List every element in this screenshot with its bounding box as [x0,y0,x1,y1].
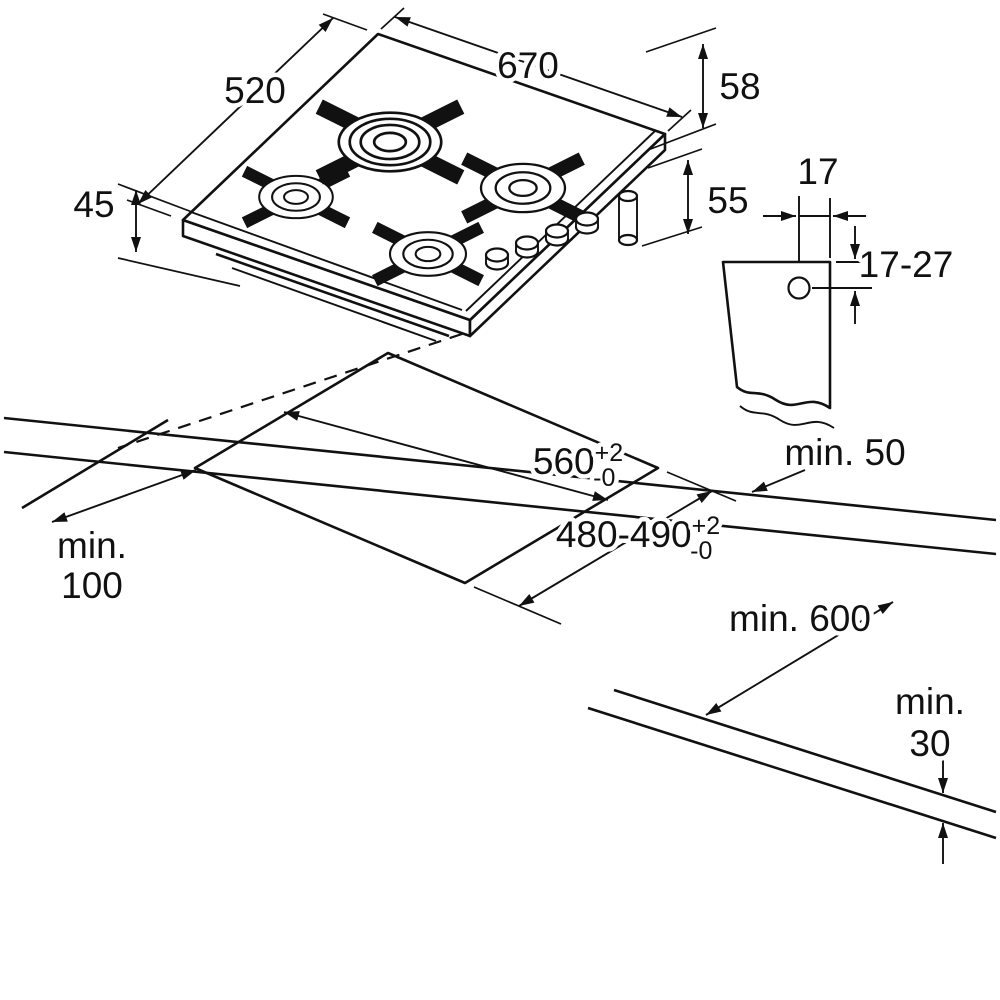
cutout-outline [193,351,660,585]
worktop-back-edge-line-2 [3,450,997,556]
hob-width-label: 670 [497,45,559,86]
dim-cutout-width: 560+2-0 [283,411,628,501]
thickness-label-1: min. [895,681,965,722]
burner-front [372,221,484,287]
control-knob [574,211,600,235]
dim-hob-width: 670 [380,7,692,132]
dim-worktop-thickness: min. 30 [891,677,969,864]
worktop-edge-detail: 17 17-27 min. 50 [721,147,958,493]
dim-left-clearance: min. 100 [51,469,197,611]
burner-right [461,152,585,224]
detail-break-line [739,405,835,429]
dim-hob-height: 45 [69,180,241,287]
control-knobs [484,211,600,271]
burner-back-center [315,99,465,185]
worktop-front-edge-line-1 [613,688,997,814]
control-knob [484,247,510,271]
control-knob [514,235,540,259]
control-knob [544,223,570,247]
worktop-cutout: 560+2-0 480-490+2-0 [193,351,737,625]
worktop-left-edge-line [21,418,169,510]
hole-depth-label: 17-27 [859,244,954,285]
left-clearance-label-1: min. [57,525,127,566]
dim-rear-clearance: min. 50 [751,428,910,493]
hob-chassis-line-2 [231,267,437,342]
worktop-front-edge [587,688,997,840]
hob-chassis-line-1 [215,252,450,338]
rear-clearance-label: min. 50 [784,432,905,473]
hob-height-overall-label: 58 [719,66,760,107]
left-clearance-label-2: 100 [61,565,123,606]
dim-cutout-depth: 480-490+2-0 [473,471,737,625]
dim-hob-height-overall: 58 [645,27,765,151]
dim-hob-below-depth: 55 [641,148,753,247]
fixing-hole [787,276,811,300]
hole-edge-offset-label: 17 [797,151,838,192]
dim-hole-depth: 17-27 [812,226,958,324]
hob-depth-label: 520 [224,70,286,111]
detail-slab [721,260,832,410]
glass-bevel-right [465,129,657,312]
hob-height-label: 45 [73,184,114,225]
dim-hole-edge-offset: 17 [763,147,866,221]
dim-counter-depth: min. 600 [705,594,894,716]
glass-bevel-left [190,211,463,311]
projection-dashed-line [117,332,463,450]
worktop-front-edge-line-2 [587,706,997,840]
gas-connection-stub [617,189,639,247]
hob-below-depth-label: 55 [707,180,748,221]
counter-depth-label: min. 600 [729,598,871,639]
cutout-depth-label: 480-490+2-0 [556,512,720,565]
thickness-label-2: 30 [909,723,950,764]
cutout-width-label: 560+2-0 [533,439,623,492]
